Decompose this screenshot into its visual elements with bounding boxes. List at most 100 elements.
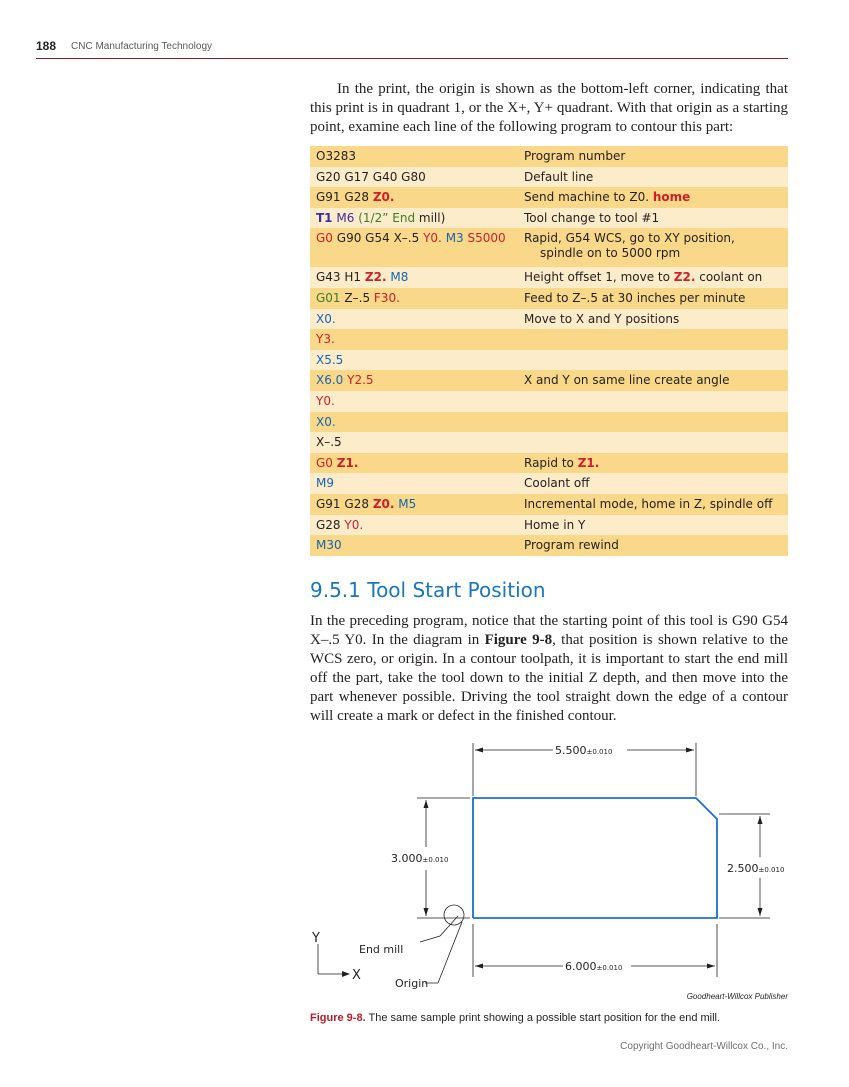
table-row: G91 G28 Z0. M5 Incremental mode, home in…	[310, 493, 788, 515]
program-description: Tool change to tool #1	[518, 207, 788, 229]
table-row: G01 Z–.5 F30. Feed to Z–.5 at 30 inches …	[310, 287, 788, 309]
token: X5.5	[316, 352, 344, 367]
table-row: Y0.	[310, 390, 788, 412]
program-description: Move to X and Y positions	[518, 308, 788, 330]
program-code: G43 H1 Z2. M8	[310, 267, 518, 288]
table-row: X0. Move to X and Y positions	[310, 308, 788, 330]
token: home	[652, 190, 691, 205]
body-text: In the preceding program, notice that th…	[310, 613, 788, 648]
token: Send	[524, 190, 555, 205]
token: (1/2”	[358, 210, 389, 225]
token: Z–.5	[344, 290, 371, 305]
intro-paragraph: In the print, the origin is shown as the…	[310, 81, 788, 135]
tolerance: ±0.010	[423, 856, 449, 864]
table-row: X6.0 Y2.5 X and Y on same line create an…	[310, 370, 788, 391]
token: G43	[316, 270, 341, 285]
program-description: Rapid, G54 WCS, go to XY position, spind…	[518, 228, 788, 268]
program-description: Feed to Z–.5 at 30 inches per minute	[518, 287, 788, 309]
token: Z1.	[577, 455, 600, 470]
token: F30.	[373, 290, 400, 305]
token: M30	[316, 538, 342, 553]
token: to	[613, 190, 626, 205]
code-token: Y0.	[316, 394, 335, 408]
token: T1	[316, 210, 333, 225]
token: G54	[365, 231, 390, 246]
code-token: M30	[316, 538, 342, 552]
dimension-top: 5.500±0.010	[555, 744, 612, 757]
table-row: G43 H1 Z2. M8 Height offset 1, move to Z…	[310, 267, 788, 288]
token: Y0.	[423, 231, 442, 246]
program-code: G01 Z–.5 F30.	[310, 287, 518, 309]
token: G28	[344, 190, 369, 205]
code-token: T1 M6 (1/2” End mill)	[316, 211, 445, 225]
token: Rapid	[524, 455, 558, 470]
token: Y3.	[316, 332, 335, 347]
table-row: Y3.	[310, 329, 788, 350]
token: X0.	[316, 414, 336, 429]
token: Z0.	[372, 190, 395, 205]
program-code: G20 G17 G40 G80	[310, 166, 518, 188]
program-code: T1 M6 (1/2” End mill)	[310, 207, 518, 229]
table-row: G0 G90 G54 X–.5 Y0. M3 S5000 Rapid, G54 …	[310, 228, 788, 268]
program-description: Height offset 1, move to Z2. coolant on	[518, 267, 788, 288]
code-token: X5.5	[316, 353, 343, 367]
token: Y0.	[344, 517, 364, 532]
table-row: G91 G28 Z0. Send machine to Z0. home	[310, 187, 788, 208]
program-code: Y0.	[310, 390, 518, 412]
program-code: M30	[310, 535, 518, 556]
code-token: X0.	[316, 312, 336, 326]
caption-label: Figure 9-8.	[310, 1012, 366, 1024]
description-continuation: spindle on to 5000 rpm	[540, 246, 681, 261]
program-description: Incremental mode, home in Z, spindle off	[518, 493, 788, 515]
table-row: O3283 Program number	[310, 146, 788, 167]
program-description: Send machine to Z0. home	[518, 187, 788, 208]
origin-label: Origin	[395, 977, 428, 990]
token: G0	[316, 455, 333, 470]
program-description: Rapid to Z1.	[518, 452, 788, 474]
code-token: M9	[316, 476, 334, 490]
token: Z0.	[372, 496, 395, 511]
body-text: , that position is shown relative to the…	[310, 632, 788, 724]
running-title: CNC Manufacturing Technology	[71, 41, 213, 52]
code-token: X0.	[316, 415, 336, 429]
token: Z2.	[364, 270, 387, 285]
token: Height	[524, 270, 564, 285]
program-description: Default line	[518, 166, 788, 188]
token: on	[747, 270, 763, 285]
code-token: G0 Z1.	[316, 456, 358, 470]
section-heading: 9.5.1 Tool Start Position	[310, 578, 546, 602]
figure-diagram: 5.500±0.010 6.000±0.010 3.000±0.010 2.50…	[311, 743, 785, 990]
table-row: M30 Program rewind	[310, 535, 788, 556]
end-mill-label: End mill	[359, 943, 403, 956]
desc-token: Height offset 1, move to Z2. coolant on	[524, 270, 762, 284]
figure-caption: Figure 9-8. The same sample print showin…	[310, 1012, 720, 1024]
x-axis-label: X	[352, 968, 361, 983]
table-row: G0 Z1. Rapid to Z1.	[310, 452, 788, 474]
program-description: Program number	[518, 146, 788, 167]
program-code: G28 Y0.	[310, 514, 518, 536]
program-description	[518, 432, 788, 453]
token: End	[392, 210, 416, 225]
y-axis-label: Y	[311, 931, 320, 946]
tolerance: ±0.010	[587, 748, 613, 756]
tolerance: ±0.010	[759, 866, 785, 874]
token: M8	[390, 270, 409, 285]
token: 1,	[605, 270, 617, 285]
token: Z0.	[629, 190, 650, 205]
token: G28	[316, 517, 341, 532]
code-token: G28 Y0.	[316, 518, 363, 532]
token: M9	[316, 476, 334, 491]
token: offset	[567, 270, 602, 285]
token: Y2.5	[347, 373, 374, 388]
program-code: X0.	[310, 308, 518, 330]
code-token: Y3.	[316, 332, 335, 346]
code-token: G0 G90 G54 X–.5 Y0. M3 S5000	[316, 231, 506, 245]
copyright-notice: Copyright Goodheart-Willcox Co., Inc.	[620, 1041, 788, 1052]
description-line: Rapid, G54 WCS, go to XY position,	[524, 231, 735, 246]
token: mill)	[418, 210, 446, 225]
program-code: G91 G28 Z0.	[310, 187, 518, 208]
program-code: G91 G28 Z0. M5	[310, 493, 518, 515]
program-code: X5.5	[310, 349, 518, 371]
program-description: Home in Y	[518, 514, 788, 536]
desc-token: Send machine to Z0. home	[524, 190, 690, 204]
